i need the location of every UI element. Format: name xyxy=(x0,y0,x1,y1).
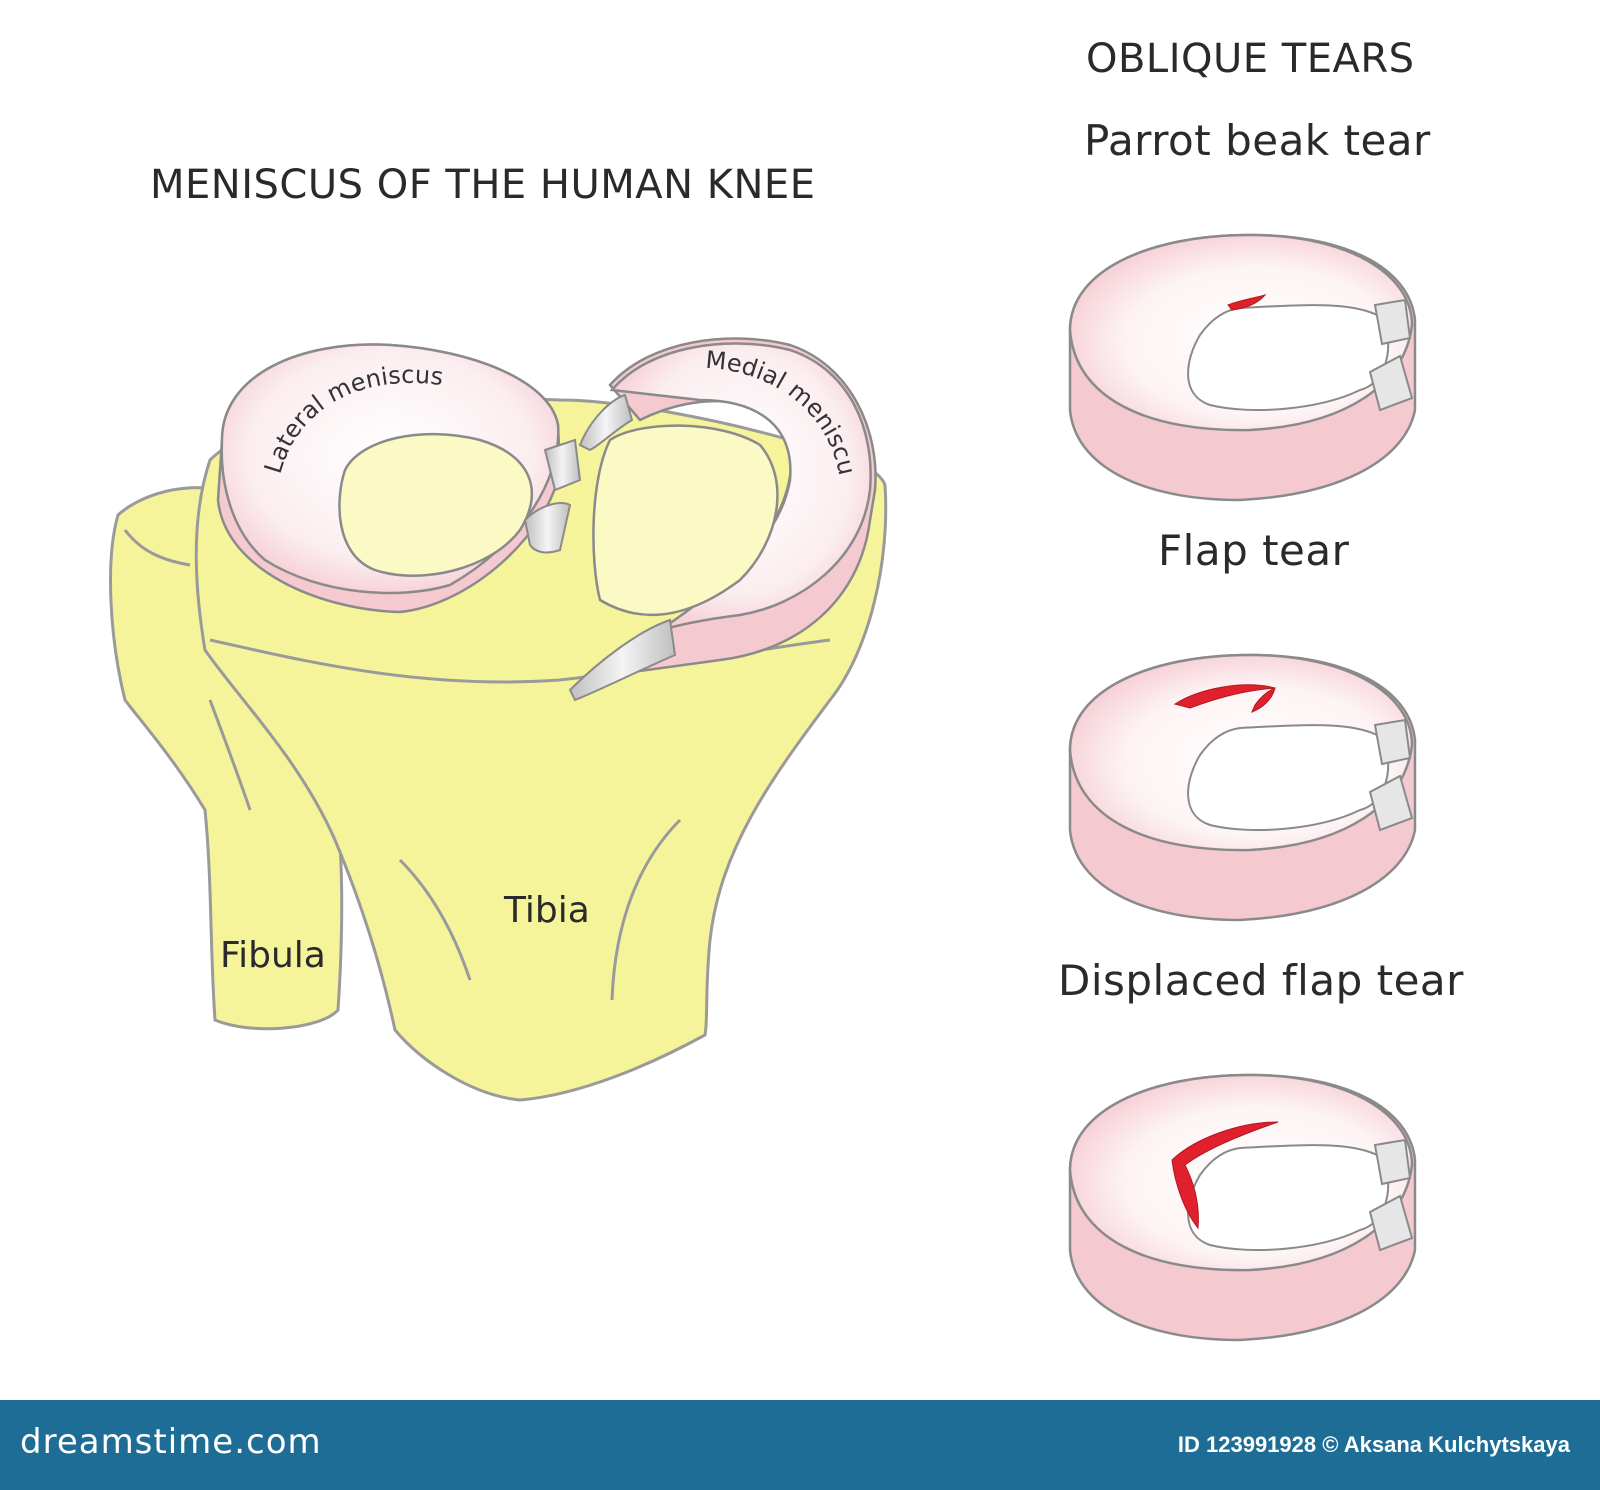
footer-site-logo[interactable]: dreamstime.com xyxy=(20,1422,322,1462)
horn-ligament-upper xyxy=(1373,298,1412,346)
horn-ligament-lower xyxy=(1368,774,1414,832)
lateral-horn-ligament-1 xyxy=(543,438,582,492)
lateral-horn-ligament-2 xyxy=(523,502,572,554)
horn-ligament-lower xyxy=(1368,354,1414,412)
medial-meniscus xyxy=(592,337,877,677)
displaced-flap-tear-mark xyxy=(1171,1121,1279,1230)
parrot-beak-tear-mark xyxy=(1227,294,1267,311)
tibia-label: Tibia xyxy=(504,890,590,931)
flap-meniscus xyxy=(1068,653,1417,922)
footer-bar: dreamstime.com ID 123991928 © Aksana Kul… xyxy=(0,1400,1600,1490)
parrot-beak-meniscus xyxy=(1068,233,1417,502)
displaced-flap-meniscus xyxy=(1068,1073,1417,1342)
medial-horn-ligament xyxy=(568,618,677,702)
flap-tear-mark xyxy=(1173,684,1276,713)
footer-credit: ID 123991928 © Aksana Kulchytskaya xyxy=(1177,1432,1570,1457)
horn-ligament-lower xyxy=(1368,1194,1414,1252)
tears-diagram xyxy=(1068,233,1417,1342)
flap-tear-label: Flap tear xyxy=(1158,526,1350,575)
illustration: Lateral meniscus Medial meniscus MENISCU… xyxy=(0,0,1464,1342)
lateral-meniscus xyxy=(216,343,562,614)
main-title: MENISCUS OF THE HUMAN KNEE xyxy=(150,162,816,208)
fibula-label: Fibula xyxy=(220,935,326,976)
tears-title: OBLIQUE TEARS xyxy=(1086,36,1415,82)
knee-diagram: Lateral meniscus Medial meniscus xyxy=(0,0,888,1102)
parrot-beak-tear-label: Parrot beak tear xyxy=(1084,116,1431,165)
anterior-horn-ligament xyxy=(578,393,634,452)
horn-ligament-upper xyxy=(1373,1138,1412,1186)
horn-ligament-upper xyxy=(1373,718,1412,766)
displaced-flap-tear-label: Displaced flap tear xyxy=(1058,956,1464,1005)
